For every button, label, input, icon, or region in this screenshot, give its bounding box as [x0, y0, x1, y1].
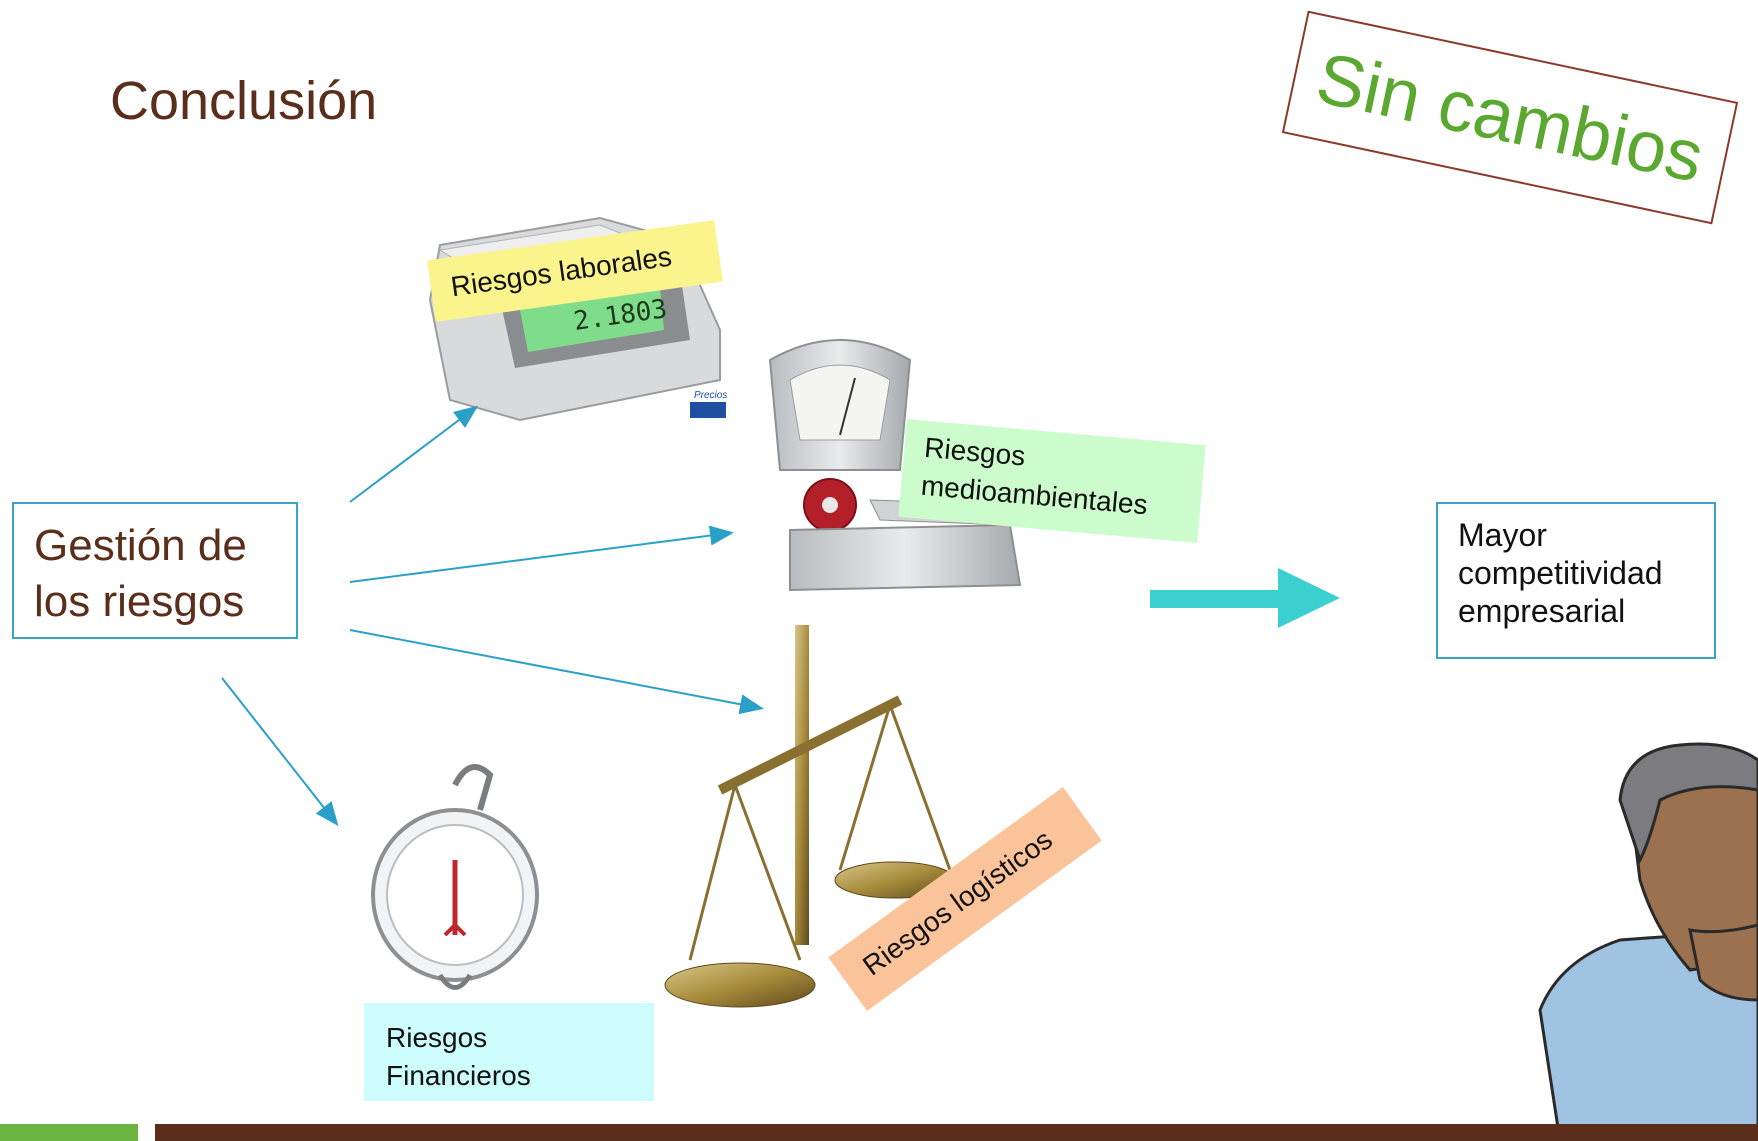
balance-scale-icon [664, 625, 956, 1008]
source-line1: Gestión de [34, 521, 247, 570]
badge-text: Precios [694, 390, 727, 401]
euro-badge-icon [690, 402, 726, 418]
arrow-to-laborales [349, 405, 479, 503]
page-title: Conclusión [110, 71, 378, 131]
big-result-arrow [1150, 568, 1340, 628]
gestion-riesgos-box: Gestión de los riesgos [12, 502, 298, 639]
footer-accent-green [0, 1124, 138, 1141]
arrow-to-financieros [221, 677, 339, 827]
result-line1: Mayor [1458, 517, 1547, 553]
label-riesgos-financieros: Riesgos Financieros [364, 1003, 654, 1101]
arrow-to-medioambientales [349, 525, 734, 583]
source-line2: los riesgos [34, 577, 245, 626]
footer-bar-brown [155, 1124, 1758, 1141]
result-line3: empresarial [1458, 593, 1626, 629]
thinking-man-icon [1538, 742, 1758, 1141]
label-fin-line2: Financieros [386, 1060, 531, 1091]
result-line2: competitividad [1458, 555, 1663, 591]
competitividad-box: Mayor competitividad empresarial [1436, 502, 1716, 659]
hanging-scale-icon [371, 764, 539, 990]
label-fin-line1: Riesgos [386, 1022, 488, 1053]
arrow-to-logisticos [349, 629, 764, 715]
